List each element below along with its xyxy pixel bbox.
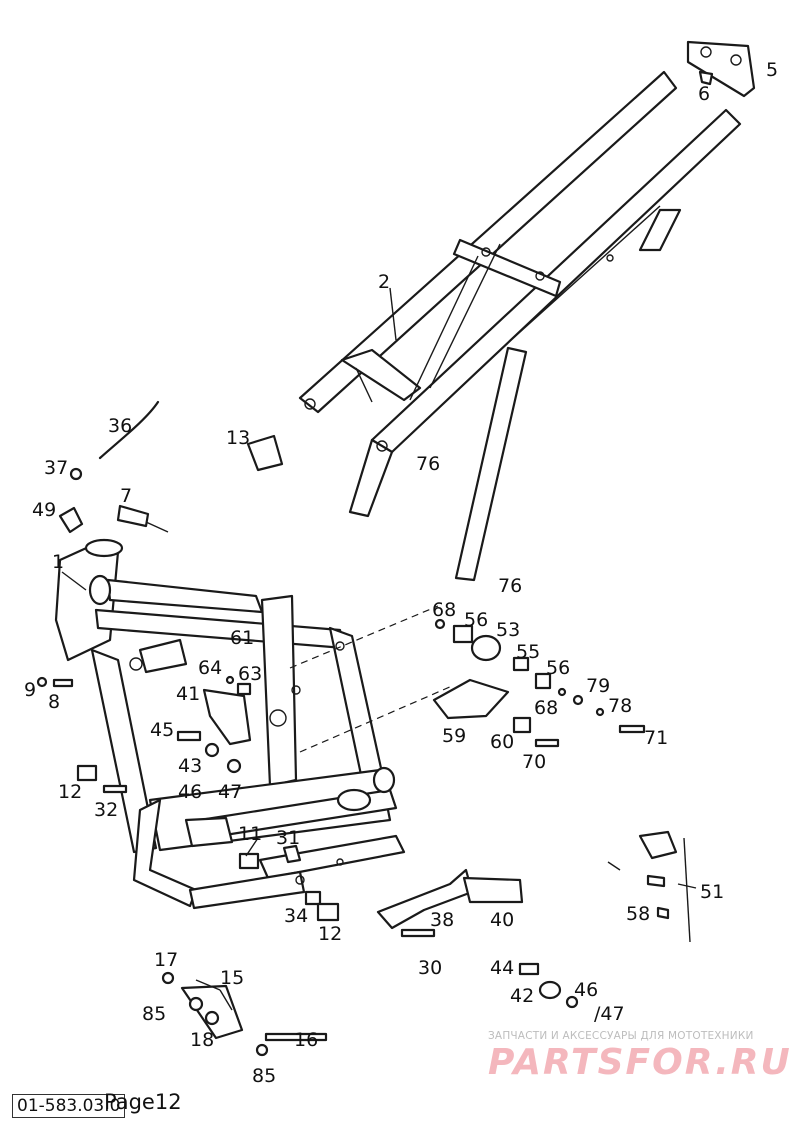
callout-46b: 46 bbox=[574, 979, 598, 1001]
callout-37: 37 bbox=[44, 457, 68, 479]
callout-47b: /47 bbox=[594, 1003, 625, 1025]
callout-5: 5 bbox=[766, 59, 778, 81]
callout-61: 61 bbox=[230, 627, 254, 649]
callout-47a: 47 bbox=[218, 781, 242, 803]
callout-44: 44 bbox=[490, 957, 514, 979]
callout-41: 41 bbox=[176, 683, 200, 705]
callout-68a: 68 bbox=[432, 599, 456, 621]
callout-85b: 85 bbox=[252, 1065, 276, 1087]
callout-59: 59 bbox=[442, 725, 466, 747]
small-parts bbox=[36, 40, 756, 1057]
callout-9: 9 bbox=[24, 679, 36, 701]
callout-70: 70 bbox=[522, 751, 546, 773]
watermark: ЗАПЧАСТИ И АКСЕССУАРЫ ДЛЯ МОТОТЕХНИКИ PA… bbox=[488, 1030, 793, 1082]
callout-2: 2 bbox=[378, 271, 390, 293]
callout-31: 31 bbox=[276, 827, 300, 849]
callout-51: 51 bbox=[700, 881, 724, 903]
callout-12b: 12 bbox=[318, 923, 342, 945]
callout-34: 34 bbox=[284, 905, 308, 927]
callout-36: 36 bbox=[108, 415, 132, 437]
callout-76a: 76 bbox=[416, 453, 440, 475]
callout-68b: 68 bbox=[534, 697, 558, 719]
callout-53: 53 bbox=[496, 619, 520, 641]
leader-lines bbox=[61, 287, 697, 1011]
rear-subframe bbox=[298, 70, 742, 582]
callout-6: 6 bbox=[698, 83, 710, 105]
page-label: Page12 bbox=[104, 1090, 182, 1114]
callout-17: 17 bbox=[154, 949, 178, 971]
assembly-dashes bbox=[289, 605, 453, 753]
watermark-tagline: ЗАПЧАСТИ И АКСЕССУАРЫ ДЛЯ МОТОТЕХНИКИ bbox=[488, 1030, 754, 1042]
document-code: 01-583.03.0 bbox=[12, 1094, 126, 1118]
main-frame bbox=[54, 538, 406, 910]
callout-60: 60 bbox=[490, 731, 514, 753]
callout-32: 32 bbox=[94, 799, 118, 821]
callout-58: 58 bbox=[626, 903, 650, 925]
callout-64: 64 bbox=[198, 657, 222, 679]
callout-8: 8 bbox=[48, 691, 60, 713]
callout-76b: 76 bbox=[498, 575, 522, 597]
callout-56a: 56 bbox=[464, 609, 488, 631]
callout-13: 13 bbox=[226, 427, 250, 449]
callout-12a: 12 bbox=[58, 781, 82, 803]
callout-labels: 1 2 5 6 7 8 9 11 12 12 13 15 16 17 18 30… bbox=[24, 59, 778, 1087]
callout-40: 40 bbox=[490, 909, 514, 931]
callout-30: 30 bbox=[418, 957, 442, 979]
callout-85a: 85 bbox=[142, 1003, 166, 1025]
callout-56b: 56 bbox=[546, 657, 570, 679]
callout-1: 1 bbox=[52, 551, 64, 573]
callout-49: 49 bbox=[32, 499, 56, 521]
callout-45: 45 bbox=[150, 719, 174, 741]
callout-78: 78 bbox=[608, 695, 632, 717]
callout-15: 15 bbox=[220, 967, 244, 989]
callout-46a: 46 bbox=[178, 781, 202, 803]
callout-16: 16 bbox=[294, 1029, 318, 1051]
callout-42: 42 bbox=[510, 985, 534, 1007]
callout-43: 43 bbox=[178, 755, 202, 777]
callout-71: 71 bbox=[644, 727, 668, 749]
callout-18: 18 bbox=[190, 1029, 214, 1051]
callout-63: 63 bbox=[238, 663, 262, 685]
callout-79: 79 bbox=[586, 675, 610, 697]
callout-11: 11 bbox=[238, 823, 262, 845]
callout-38: 38 bbox=[430, 909, 454, 931]
callout-55: 55 bbox=[516, 641, 540, 663]
watermark-logo: PARTSFOR.RU bbox=[488, 1042, 792, 1083]
callout-7: 7 bbox=[120, 485, 132, 507]
